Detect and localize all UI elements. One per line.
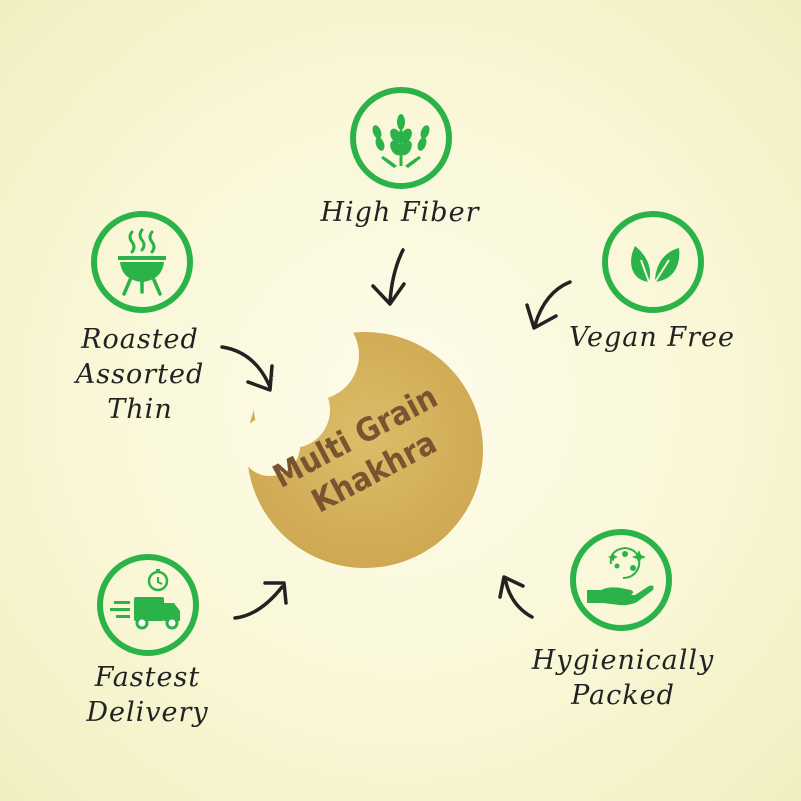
feature-label-high-fiber: High Fiber <box>300 195 500 230</box>
label-line: Fastest <box>94 662 201 693</box>
arrow-from-high-fiber <box>371 248 406 306</box>
arrow-from-vegan-free <box>525 280 572 330</box>
label-line: Roasted <box>81 324 199 355</box>
delivery-truck-icon <box>97 554 199 656</box>
feature-label-hygienically-packed: Hygienically Packed <box>508 643 738 713</box>
label-line: Vegan Free <box>569 322 735 353</box>
feature-label-vegan-free: Vegan Free <box>552 320 752 355</box>
label-line: High Fiber <box>320 197 480 228</box>
label-line: Assorted <box>75 359 205 390</box>
leaf-icon <box>602 211 704 313</box>
grill-icon <box>91 211 193 313</box>
wheat-icon <box>350 87 452 189</box>
feature-label-fastest-delivery: Fastest Delivery <box>65 660 230 730</box>
label-line: Hygienically <box>531 645 715 676</box>
hand-sparkle-icon <box>570 529 672 631</box>
label-line: Delivery <box>86 697 209 728</box>
label-line: Packed <box>571 680 675 711</box>
label-line: Thin <box>107 394 173 425</box>
cookie-shape <box>247 332 483 568</box>
arrow-from-fastest-delivery <box>233 581 288 620</box>
feature-label-roasted-assorted-thin: Roasted Assorted Thin <box>55 322 225 427</box>
arrow-from-hygienically-packed <box>498 575 534 619</box>
